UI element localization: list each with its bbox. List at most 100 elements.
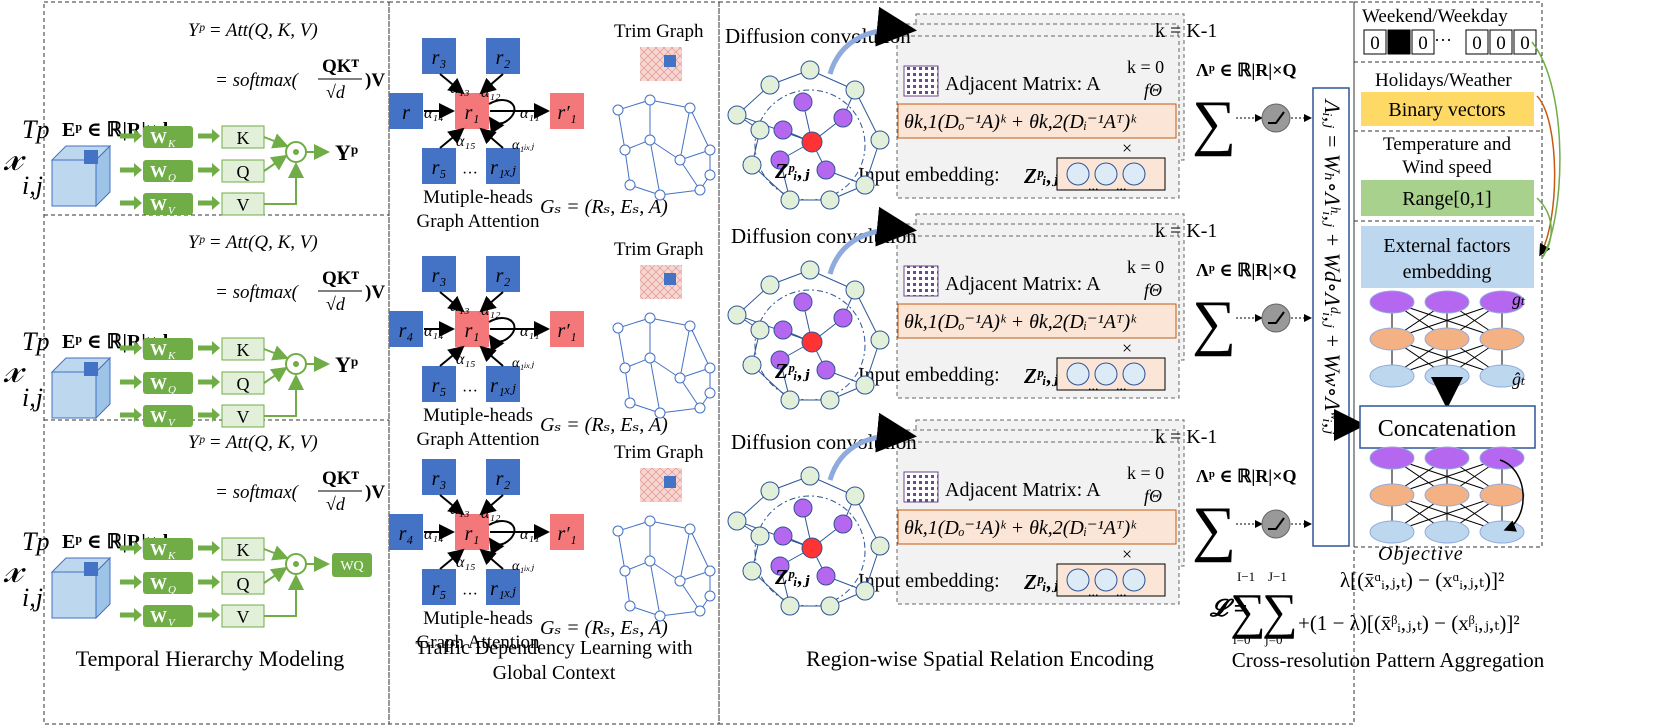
weight-matrix-box xyxy=(143,572,193,594)
bit-ellipsis: ··· xyxy=(1434,30,1452,50)
alpha-13: α₁₃ xyxy=(450,501,470,518)
nn-neuron xyxy=(1424,483,1470,507)
nn-neuron xyxy=(1479,483,1525,507)
input-z-label: Zᵖᵢ,ⱼ xyxy=(1023,364,1059,388)
nn-neuron xyxy=(1479,327,1525,351)
weight-label: W xyxy=(150,607,167,626)
center-node xyxy=(801,131,823,153)
node-r3-label: r₃ xyxy=(432,468,447,490)
region-node xyxy=(820,190,840,210)
alpha-15: α₁₅ xyxy=(456,133,476,150)
input-x-superscript: Tp xyxy=(22,527,49,556)
softmax-prefix: = softmax( xyxy=(215,282,300,303)
sum-symbol: ∑ xyxy=(1192,495,1236,563)
projection-label: K xyxy=(237,128,250,148)
weight-label: W xyxy=(150,128,167,147)
output-y: Yᵖ xyxy=(335,140,358,165)
region-node xyxy=(870,536,890,556)
nn-neuron xyxy=(1424,520,1470,544)
weight-label: W xyxy=(150,540,167,559)
times-operator: × xyxy=(1122,138,1132,158)
region-node xyxy=(820,596,840,616)
multi-head-label-2: Graph Attention xyxy=(417,211,540,232)
multi-head-label-2: Graph Attention xyxy=(417,632,540,653)
k-zero-label: k = 0 xyxy=(1127,463,1164,483)
embedding-dots: ... xyxy=(1116,585,1127,600)
adjacent-matrix-icon xyxy=(903,65,939,97)
road-graph-node xyxy=(612,525,624,537)
region-node xyxy=(760,275,780,295)
region-node xyxy=(845,280,865,300)
embedding-dots: ... xyxy=(1116,379,1127,394)
region-node xyxy=(855,581,875,601)
weight-matrix-box xyxy=(143,338,193,360)
road-graph-node xyxy=(684,102,696,114)
region-node xyxy=(870,330,890,350)
road-graph-node xyxy=(694,402,706,414)
input-z-label: Zᵖᵢ,ⱼ xyxy=(1023,570,1059,594)
projection-label: Q xyxy=(237,374,250,394)
objective-title: Objective xyxy=(1378,543,1464,565)
node-rij xyxy=(486,366,520,402)
trim-graph-label: Trim Graph xyxy=(614,442,704,463)
input-x-symbol: 𝓍 xyxy=(3,346,26,391)
region-node xyxy=(742,355,762,375)
node-r5 xyxy=(422,569,456,605)
region-node xyxy=(727,305,747,325)
alpha-1ij: α₁ᵢₓⱼ xyxy=(512,138,534,153)
neighbor-node xyxy=(770,556,790,576)
road-graph-node xyxy=(624,397,636,409)
cross-title: Cross-resolution Pattern Aggregation xyxy=(1232,648,1545,672)
nn-neuron xyxy=(1369,520,1415,544)
tensor-cube xyxy=(51,159,97,207)
nn-neuron xyxy=(1369,483,1415,507)
weight-label: W xyxy=(150,574,167,593)
region-node xyxy=(750,526,770,546)
adjacent-matrix-icon xyxy=(903,471,939,503)
weight-label: W xyxy=(150,195,167,214)
binary-vectors-box xyxy=(1361,92,1534,126)
sum-j: ∑ xyxy=(1262,583,1298,639)
region-node xyxy=(855,375,875,395)
node-r1-prime xyxy=(550,514,584,550)
road-graph-node xyxy=(644,555,656,567)
lambda-label: Λᵖ ∈ ℝ|R|×Q xyxy=(1196,60,1297,80)
node-r3 xyxy=(422,38,456,74)
sum-i-top: I−1 xyxy=(1237,569,1255,584)
adjacent-matrix-label: Adjacent Matrix: A xyxy=(945,73,1101,95)
road-graph-node xyxy=(704,144,716,156)
alpha-12: α₁₂ xyxy=(481,302,501,319)
nn-neuron xyxy=(1424,364,1470,388)
neighbor-node xyxy=(816,360,836,380)
adjacent-matrix-icon xyxy=(903,265,939,297)
bit-value: 0 xyxy=(1418,33,1428,54)
road-graph-node xyxy=(644,134,656,146)
region-section-frame xyxy=(718,1,1355,725)
embedding-dots: ... xyxy=(1088,585,1099,600)
adjacent-matrix-label: Adjacent Matrix: A xyxy=(945,479,1101,501)
region-node xyxy=(800,260,820,280)
node-r1 xyxy=(455,311,489,347)
sum-j-top: J−1 xyxy=(1268,569,1287,584)
multi-head-label-1: Mutiple-heads xyxy=(423,187,533,208)
neighbor-node xyxy=(833,514,853,534)
node-rij-label: r₁ₓⱼ xyxy=(490,578,516,600)
bit-value: 1 xyxy=(1394,33,1404,54)
k-last-label: k = K-1 xyxy=(1155,20,1217,42)
road-graph-node xyxy=(654,189,666,201)
range-label: Range[0,1] xyxy=(1402,188,1491,210)
g-hat-label: ĝₜ xyxy=(1512,369,1526,389)
traffic-title-1: Traffic Dependency Learning with xyxy=(415,637,692,659)
neighbor-node xyxy=(816,160,836,180)
road-graph-node xyxy=(684,523,696,535)
node-r5 xyxy=(422,366,456,402)
weight-matrix-box xyxy=(143,160,193,182)
bit-value: 0 xyxy=(1520,33,1530,54)
neighbor-node xyxy=(770,350,790,370)
diffusion-formula-box xyxy=(897,103,1177,139)
weight-label: W xyxy=(150,162,167,181)
road-graph-node xyxy=(654,407,666,419)
temporal-block: Yᵖ = Att(Q, K, V)= softmax(QKᵀ√d)V𝓍Tpi,j… xyxy=(3,232,385,429)
dots: ··· xyxy=(462,165,478,182)
alpha-12: α₁₂ xyxy=(481,84,501,101)
